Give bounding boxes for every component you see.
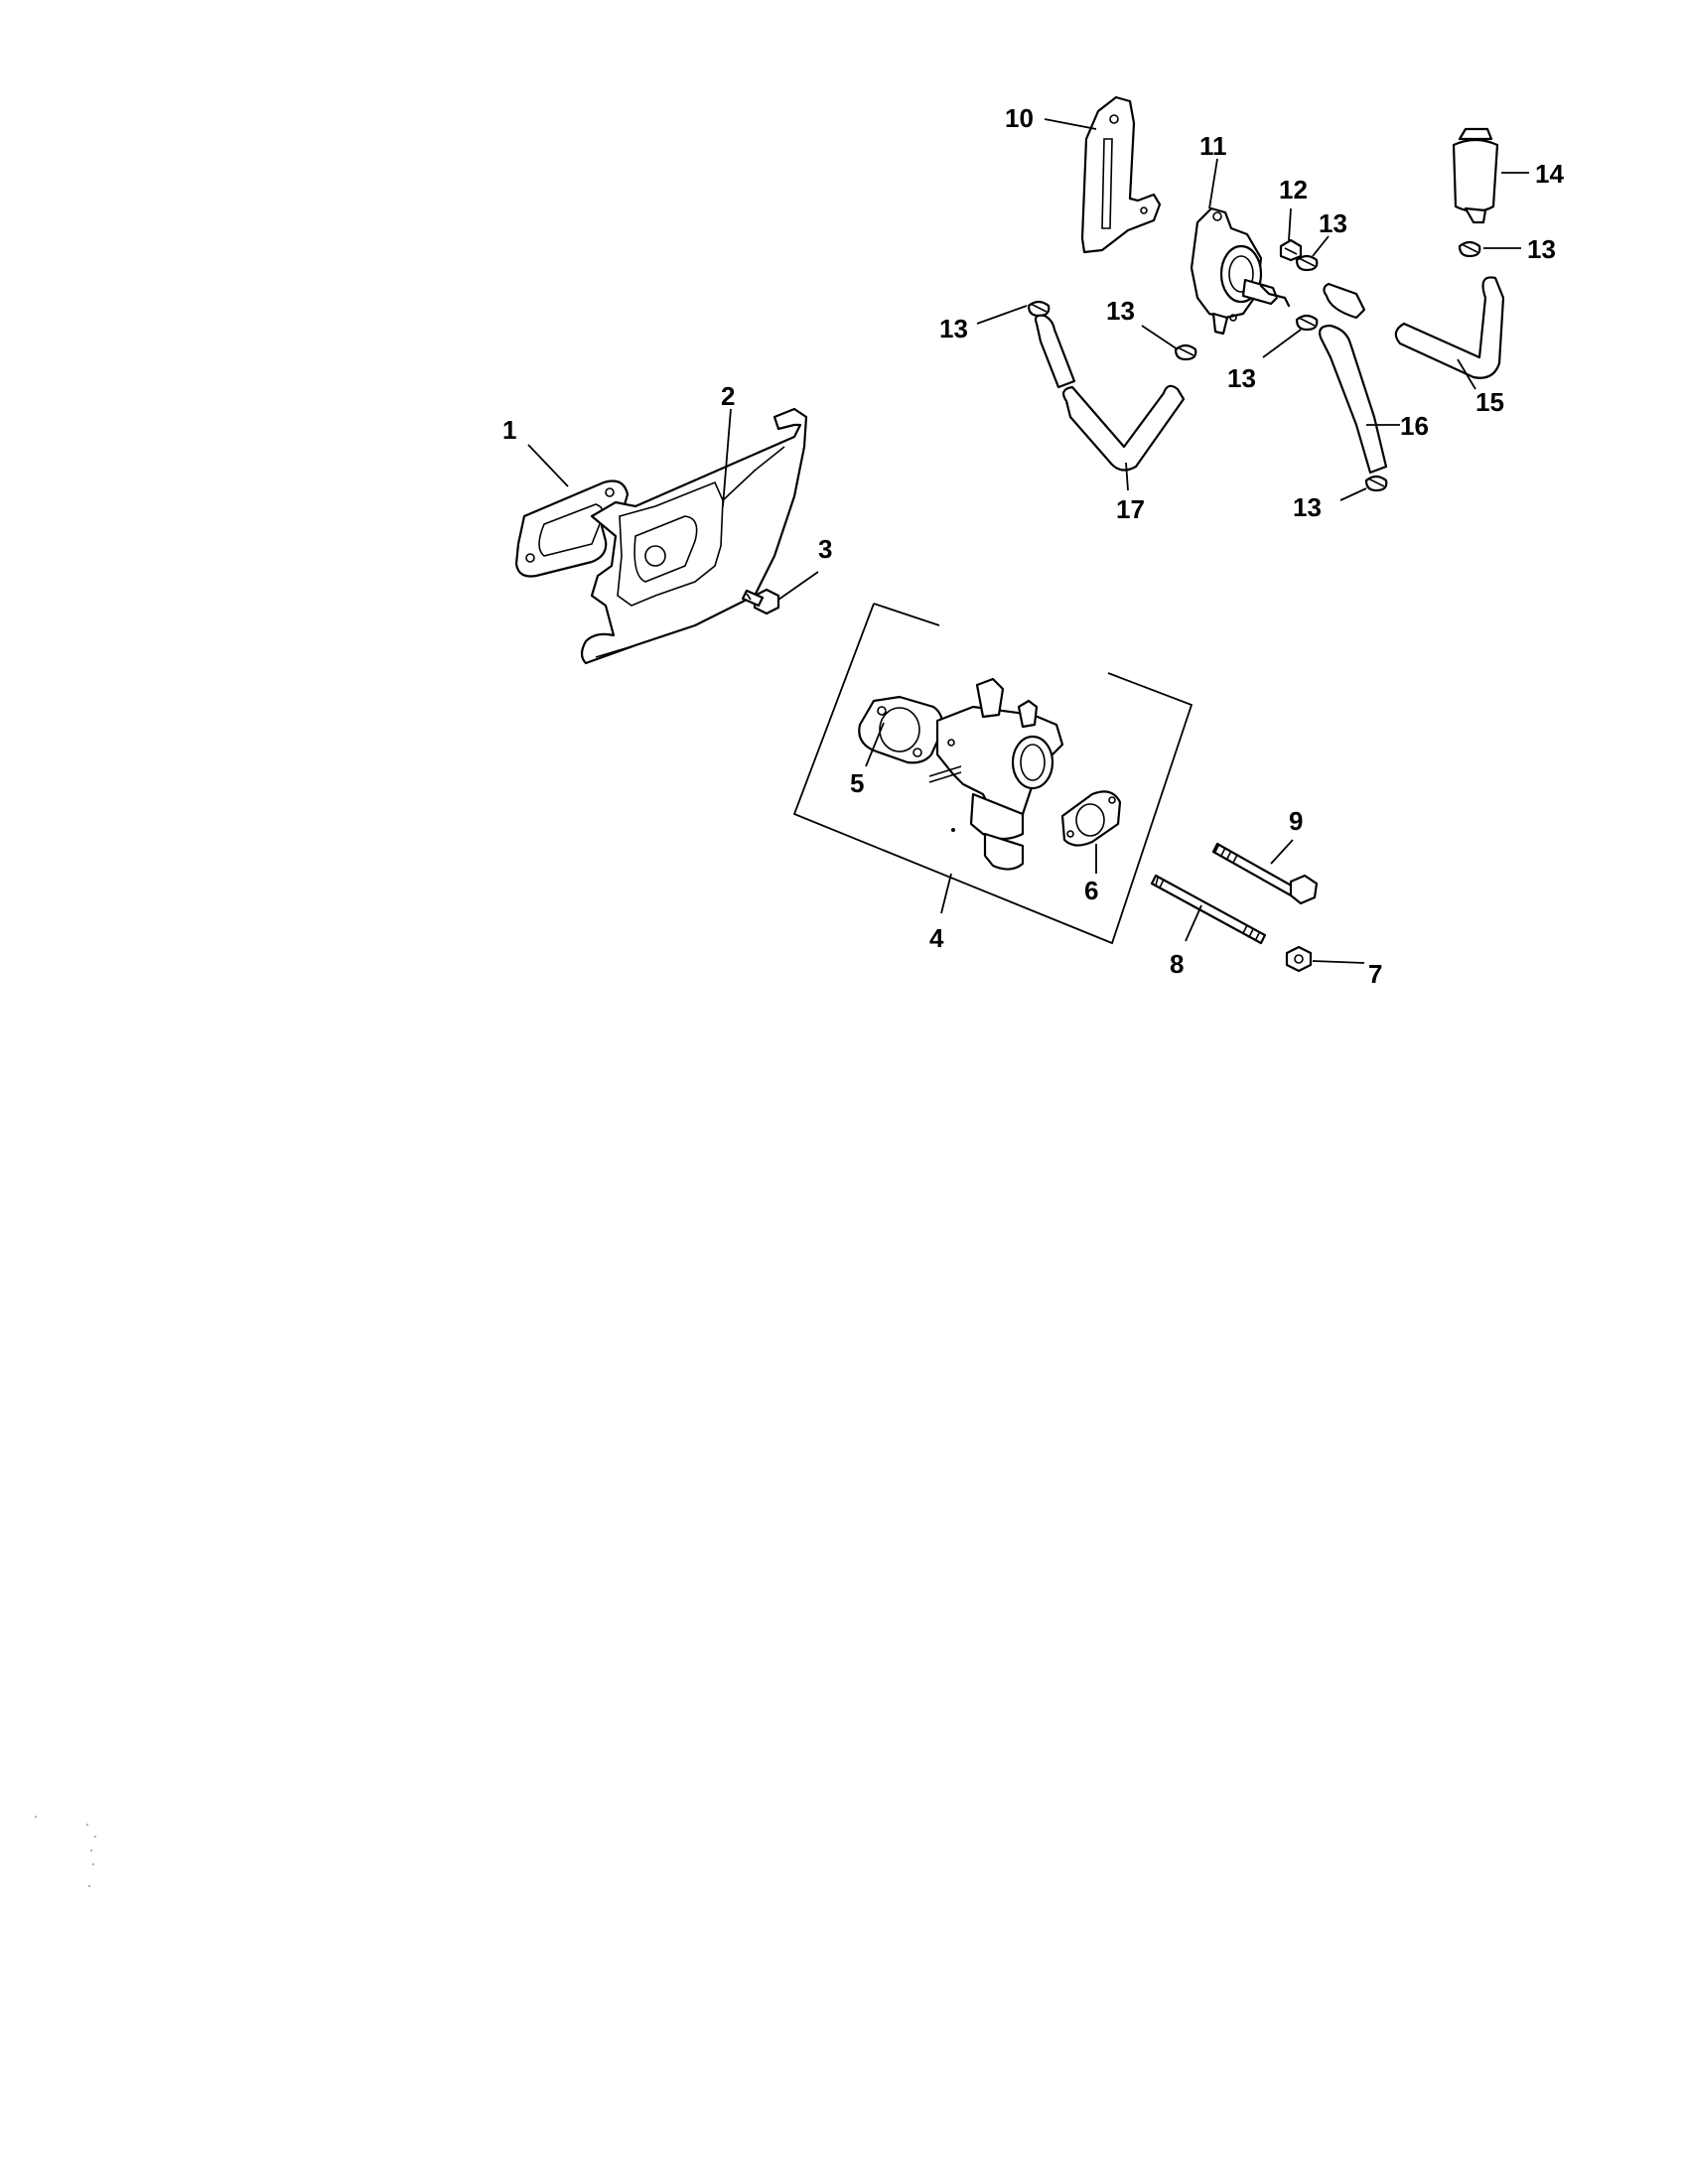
clamp-13b: [1174, 343, 1197, 361]
callout-11: 11: [1199, 131, 1227, 161]
part-14-fuel-filter: [1452, 127, 1499, 224]
callout-7: 7: [1368, 959, 1382, 989]
scan-specks: [35, 1816, 96, 1887]
callout-13e: 13: [1527, 234, 1556, 264]
callout-5: 5: [850, 768, 864, 798]
callout-6: 6: [1084, 876, 1098, 905]
callout-9: 9: [1289, 806, 1303, 836]
callout-12: 12: [1279, 175, 1308, 205]
part-11-fuel-pump: [1190, 206, 1291, 336]
part-2-shroud: [580, 407, 808, 665]
part-6-gasket: [1060, 790, 1122, 847]
callout-8: 8: [1170, 949, 1184, 979]
part-8-stud: [1150, 874, 1267, 945]
callout-16: 16: [1400, 411, 1429, 441]
callout-13f: 13: [1293, 492, 1322, 522]
callout-4: 4: [929, 923, 944, 953]
callout-17: 17: [1116, 494, 1145, 524]
part-9-bolt: [1211, 842, 1319, 905]
callout-2: 2: [721, 381, 735, 411]
callout-13a: 13: [939, 314, 968, 343]
clamp-13d: [1295, 314, 1319, 332]
part-4-carburetor: [928, 677, 1064, 871]
callout-13b: 13: [1106, 296, 1135, 326]
callout-14: 14: [1535, 159, 1564, 189]
clamp-13e: [1458, 240, 1481, 258]
callout-1: 1: [502, 415, 516, 445]
part-10-bracket: [1080, 95, 1162, 254]
part-5-gasket: [858, 695, 944, 764]
part-16-hose: [1319, 324, 1388, 475]
clamp-13f: [1364, 475, 1388, 492]
clamp-13c: [1295, 254, 1319, 272]
callout-13d: 13: [1227, 363, 1256, 393]
part-12-screw: [1279, 238, 1303, 262]
callout-3: 3: [818, 534, 832, 564]
clamp-13a: [1027, 300, 1051, 318]
part-4-kit-frame: [792, 603, 1193, 945]
part-3-bolt: [741, 588, 780, 615]
part-7-nut: [1285, 945, 1313, 973]
part-17-hose: [1034, 314, 1186, 472]
callout-labels: 1 2 3 4 5 6 7 8 9 10 11 12 13 13 13 13 1…: [502, 103, 1564, 989]
part-13-clamps: [1027, 240, 1481, 492]
part-15-hose: [1323, 276, 1505, 379]
callout-10: 10: [1005, 103, 1034, 133]
callout-13c: 13: [1319, 208, 1347, 238]
part-1-gasket: [514, 479, 630, 578]
callout-15: 15: [1475, 387, 1504, 417]
leader-lines: [527, 118, 1529, 964]
